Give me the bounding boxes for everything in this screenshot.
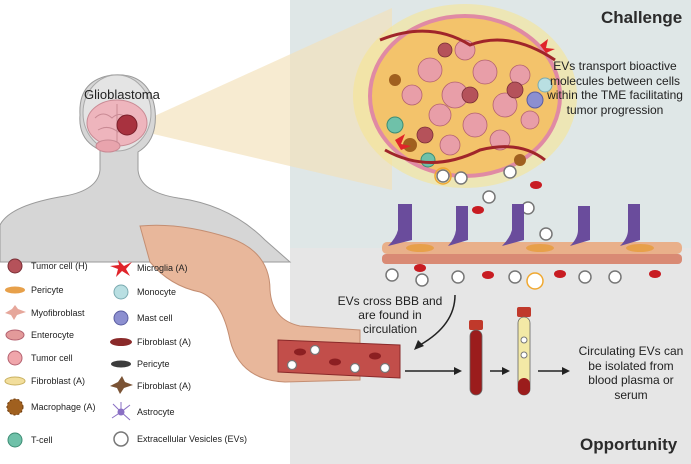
- tumor-microenvironment: [353, 4, 577, 188]
- monocyte-icon: [113, 284, 129, 300]
- brain-icon: [86, 99, 148, 153]
- myofibroblast-icon: [5, 305, 26, 320]
- legend-label: Fibroblast (A): [137, 337, 192, 347]
- blood-brain-barrier: [382, 204, 682, 264]
- challenge-heading: Challenge: [601, 8, 683, 27]
- figure-title: Glioblastoma: [84, 87, 160, 102]
- t-cell-icon: [7, 432, 23, 448]
- fibroblast-a-icon: [4, 376, 26, 386]
- legend-label: Fibroblast (A): [137, 381, 192, 391]
- legend-label: Enterocyte: [31, 330, 75, 340]
- evs-circulation: [385, 264, 661, 290]
- fibroblast-a-dark-icon: [110, 338, 132, 346]
- opportunity-heading: Opportunity: [580, 435, 678, 454]
- pericyte-icon: [5, 286, 25, 294]
- legend-label: Myofibroblast: [31, 308, 85, 318]
- challenge-text: EVs transport bioactive molecules betwee…: [547, 59, 683, 117]
- process-arrows: [405, 367, 570, 375]
- zoom-cone: [128, 8, 392, 190]
- isolation-text: Circulating EVs can be isolated from blo…: [578, 344, 684, 402]
- macrophage-a-icon: [6, 398, 24, 416]
- legend-label: Astrocyte: [137, 407, 175, 417]
- legend-label: Microglia (A): [137, 263, 188, 273]
- legend-label: Pericyte: [31, 285, 64, 295]
- fibroblast-a-brown-icon: [110, 376, 133, 394]
- microglia-a-icon: [110, 260, 132, 277]
- legend-label: Tumor cell (H): [31, 261, 88, 271]
- evs-top: [434, 165, 553, 241]
- bbb-text: EVs cross BBB and are found in circulati…: [337, 294, 443, 336]
- enterocyte-icon: [5, 329, 25, 341]
- plasma-tube-icon: [517, 307, 531, 396]
- legend-label: Macrophage (A): [31, 402, 96, 412]
- blood-vessel: [277, 339, 401, 379]
- legend-label: Extracellular Vesicles (EVs): [137, 434, 248, 444]
- legend-label: T-cell: [31, 435, 53, 445]
- astrocyte-icon: [111, 402, 131, 421]
- bbb-to-vessel-arrow: [419, 294, 456, 346]
- mast-cell-icon: [113, 310, 129, 326]
- legend-label: Monocyte: [137, 287, 177, 297]
- legend-label: Fibroblast (A): [31, 376, 86, 386]
- legend-label: Pericyte: [137, 359, 170, 369]
- blood-tube-icon: [469, 320, 483, 396]
- legend-label: Tumor cell: [31, 353, 73, 363]
- pericyte-dark-icon: [111, 360, 131, 368]
- legend-label: Mast cell: [137, 313, 173, 323]
- tumor-cell-icon: [7, 350, 23, 366]
- ev-icon: [113, 431, 129, 447]
- tumor-cell-h-icon: [7, 258, 23, 274]
- legend-icons: [4, 258, 133, 448]
